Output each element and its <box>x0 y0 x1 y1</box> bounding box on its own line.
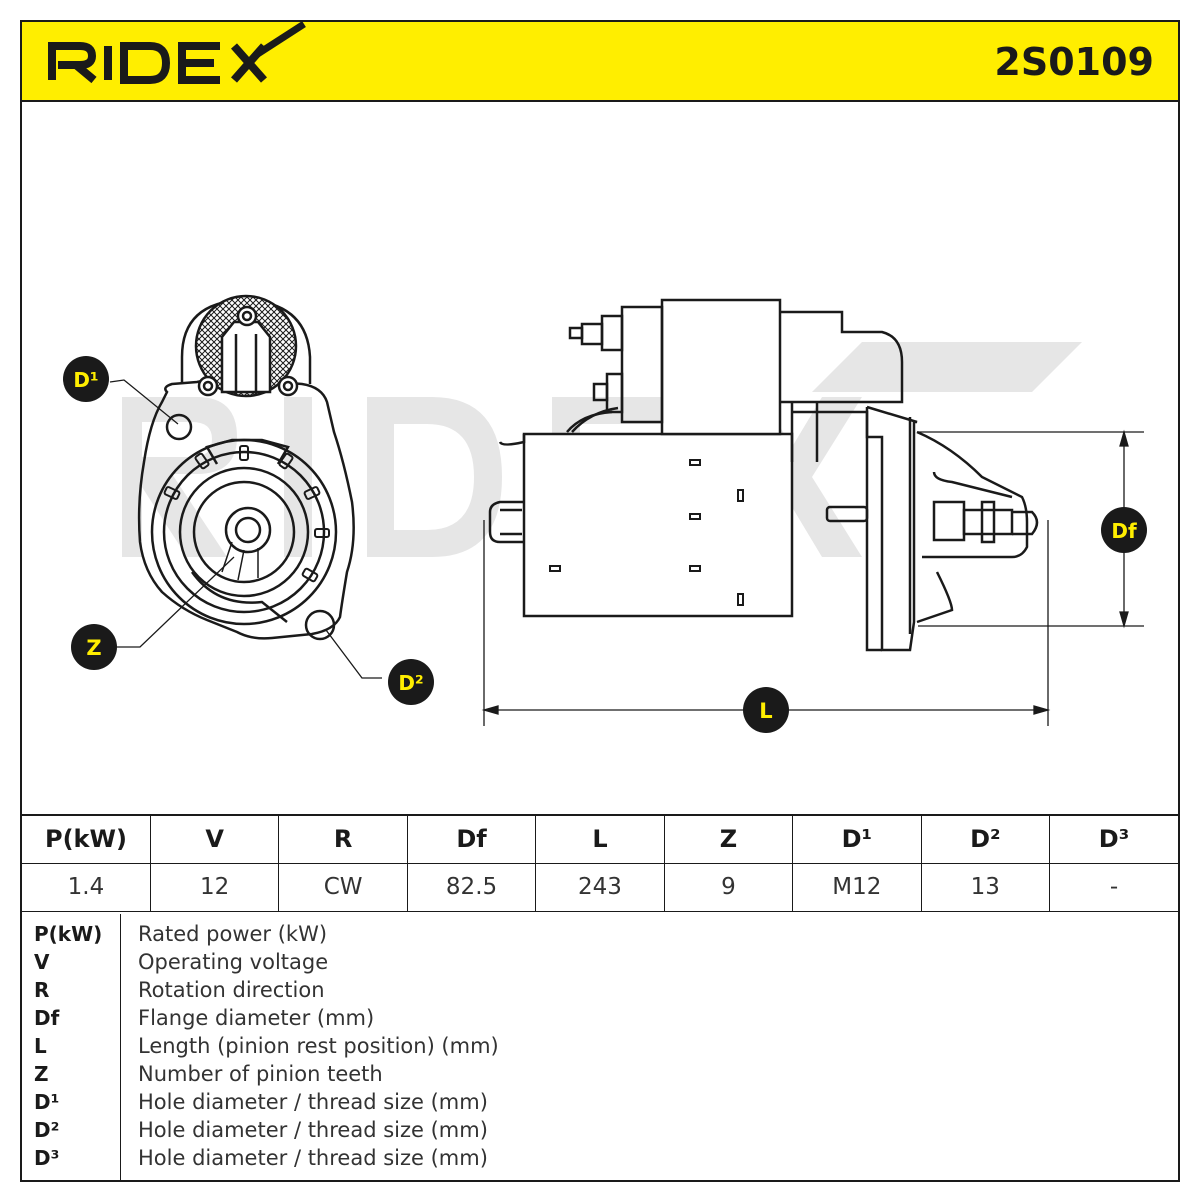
callout-l: L <box>743 687 789 733</box>
callout-z-label: Z <box>86 636 101 660</box>
legend-desc: Number of pinion teeth <box>138 1062 383 1086</box>
legend-desc: Rotation direction <box>138 978 325 1002</box>
callout-d1-label: D¹ <box>73 368 98 392</box>
spec-table: P(kW) V R Df L Z D¹ D² D³ 1.4 12 CW 82.5… <box>22 814 1178 912</box>
callout-d2: D² <box>388 659 434 705</box>
spec-value-length: 243 <box>535 862 665 912</box>
technical-drawing: D¹ Z D² Df L <box>63 294 1147 733</box>
legend-key: Z <box>34 1062 49 1086</box>
legend-key: L <box>34 1034 47 1058</box>
spec-header-rotation: R <box>278 814 408 864</box>
spec-header-teeth: Z <box>663 814 794 864</box>
spec-value-d2: 13 <box>920 862 1051 912</box>
legend-key: V <box>34 950 50 974</box>
spec-header-d3: D³ <box>1049 814 1178 864</box>
legend-item: Df Flange diameter (mm) <box>22 1006 1178 1034</box>
spec-value-rotation: CW <box>278 862 408 912</box>
callout-df-label: Df <box>1111 519 1137 543</box>
spec-value-voltage: 12 <box>149 862 280 912</box>
callout-df: Df <box>1101 507 1147 553</box>
starter-side-view <box>488 298 1039 652</box>
callout-d2-label: D² <box>398 671 423 695</box>
spec-value-power: 1.4 <box>22 862 151 912</box>
legend-divider <box>120 914 121 1180</box>
callout-z: Z <box>71 624 117 670</box>
datasheet-frame: 2S0109 <box>20 20 1180 1182</box>
legend-item: R Rotation direction <box>22 978 1178 1006</box>
legend-desc: Rated power (kW) <box>138 922 328 946</box>
spec-header-d1: D¹ <box>792 814 922 864</box>
legend-item: P(kW) Rated power (kW) <box>22 922 1178 950</box>
legend-desc: Length (pinion rest position) (mm) <box>138 1034 499 1058</box>
spec-value-df: 82.5 <box>406 862 537 912</box>
part-number: 2S0109 <box>994 40 1154 84</box>
legend-item: V Operating voltage <box>22 950 1178 978</box>
spec-value-row: 1.4 12 CW 82.5 243 9 M12 13 - <box>22 862 1178 912</box>
legend-item: L Length (pinion rest position) (mm) <box>22 1034 1178 1062</box>
legend-key: D³ <box>34 1146 60 1170</box>
callout-d1: D¹ <box>63 356 109 402</box>
callout-l-label: L <box>759 699 772 723</box>
legend-key: D² <box>34 1118 60 1142</box>
legend-desc: Flange diameter (mm) <box>138 1006 375 1030</box>
legend-desc: Hole diameter / thread size (mm) <box>138 1118 488 1142</box>
ridex-logo <box>48 22 306 84</box>
starter-front-view <box>137 294 355 641</box>
spec-header-d2: D² <box>920 814 1051 864</box>
spec-value-d3: - <box>1049 862 1178 912</box>
legend-desc: Hole diameter / thread size (mm) <box>138 1146 488 1170</box>
spec-header-voltage: V <box>149 814 280 864</box>
legend-key: R <box>34 978 50 1002</box>
spec-header-power: P(kW) <box>22 814 151 864</box>
spec-value-teeth: 9 <box>663 862 794 912</box>
legend-item: D¹ Hole diameter / thread size (mm) <box>22 1090 1178 1118</box>
spec-header-df: Df <box>406 814 537 864</box>
legend-desc: Operating voltage <box>138 950 329 974</box>
legend-item: D³ Hole diameter / thread size (mm) <box>22 1146 1178 1174</box>
spec-header-length: L <box>535 814 665 864</box>
legend-desc: Hole diameter / thread size (mm) <box>138 1090 488 1114</box>
spec-header-row: P(kW) V R Df L Z D¹ D² D³ <box>22 814 1178 864</box>
legend: P(kW) Rated power (kW) V Operating volta… <box>22 914 1178 1180</box>
legend-item: Z Number of pinion teeth <box>22 1062 1178 1090</box>
legend-key: D¹ <box>34 1090 60 1114</box>
dimension-lines <box>109 379 1144 726</box>
legend-key: P(kW) <box>34 922 103 946</box>
legend-item: D² Hole diameter / thread size (mm) <box>22 1118 1178 1146</box>
d1-hole <box>165 413 193 441</box>
header-bar: 2S0109 <box>22 22 1178 102</box>
d2-hole <box>304 609 336 641</box>
legend-key: Df <box>34 1006 60 1030</box>
spec-value-d1: M12 <box>792 862 922 912</box>
